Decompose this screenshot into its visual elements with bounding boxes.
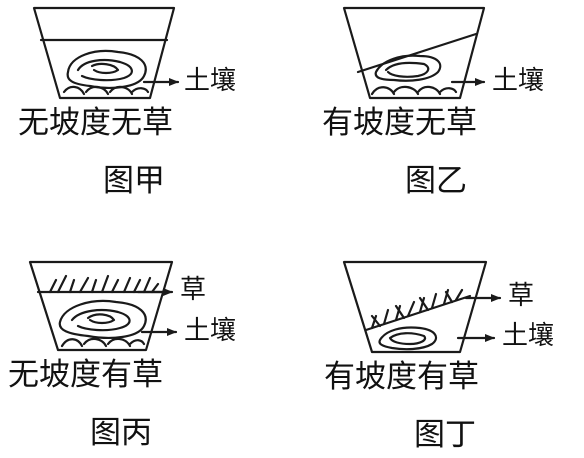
soil-jia (62, 49, 150, 96)
grass-label-ding: 草 (508, 281, 535, 311)
soil-label-ding: 土壤 (502, 321, 555, 351)
soil-ding (378, 326, 438, 351)
cup-yi (342, 6, 486, 100)
figure-bing (28, 260, 178, 352)
figure-jia (32, 6, 180, 100)
figure-ding (342, 260, 502, 354)
condition-label-yi: 有坡度无草 (322, 105, 477, 141)
soil-bing (58, 299, 147, 348)
figure-caption-bing: 图丙 (90, 415, 152, 451)
cup-bing (28, 260, 174, 352)
slope-line-ding (364, 294, 472, 332)
grass-label-bing: 草 (180, 275, 207, 305)
soil-label-jia: 土壤 (184, 66, 237, 96)
condition-label-bing: 无坡度有草 (8, 357, 163, 393)
cup-ding (342, 260, 488, 354)
soil-yi (370, 54, 458, 96)
soil-label-bing: 土壤 (184, 316, 237, 346)
condition-label-ding: 有坡度有草 (324, 359, 479, 395)
grass-ding (370, 288, 464, 330)
soil-label-yi: 土壤 (492, 66, 545, 96)
figure-caption-yi: 图乙 (405, 163, 467, 199)
grass-bing (48, 274, 160, 294)
condition-label-jia: 无坡度无草 (18, 105, 173, 141)
figure-caption-ding: 图丁 (414, 417, 476, 453)
figure-caption-jia: 图甲 (103, 163, 165, 199)
figure-yi (342, 6, 486, 100)
slope-line-yi (356, 32, 478, 74)
cup-jia (32, 6, 176, 100)
